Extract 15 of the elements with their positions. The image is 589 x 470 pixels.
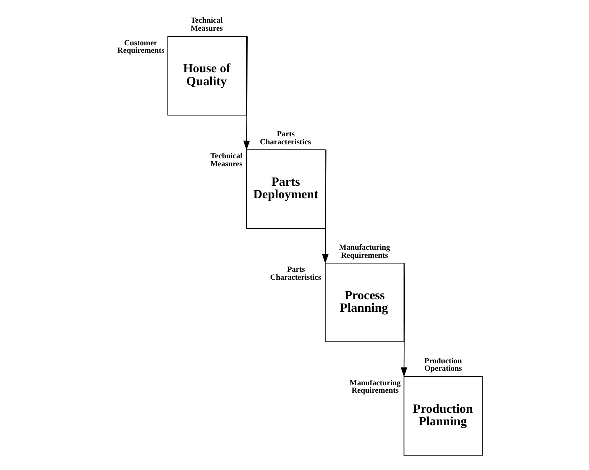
node-label: Manufacturing Requirements <box>338 242 390 260</box>
node-box: Parts Deployment <box>246 150 326 230</box>
arrow <box>322 150 328 264</box>
arrow <box>243 36 250 150</box>
node-label: Customer Requirements <box>117 38 164 56</box>
node-label: Manufacturing Requirements <box>349 378 400 396</box>
node-box: House of Quality <box>167 36 247 116</box>
node-label: Parts Characteristics <box>270 265 321 282</box>
node-box: Process Planning <box>324 262 404 342</box>
node-label: Parts Characteristics <box>260 130 311 146</box>
node-label: Technical Measures <box>190 16 223 34</box>
node-label: Production Operations <box>424 356 462 374</box>
node-label: Technical Measures <box>210 152 242 169</box>
node-box: Production Planning <box>403 376 483 456</box>
arrow <box>400 262 408 378</box>
